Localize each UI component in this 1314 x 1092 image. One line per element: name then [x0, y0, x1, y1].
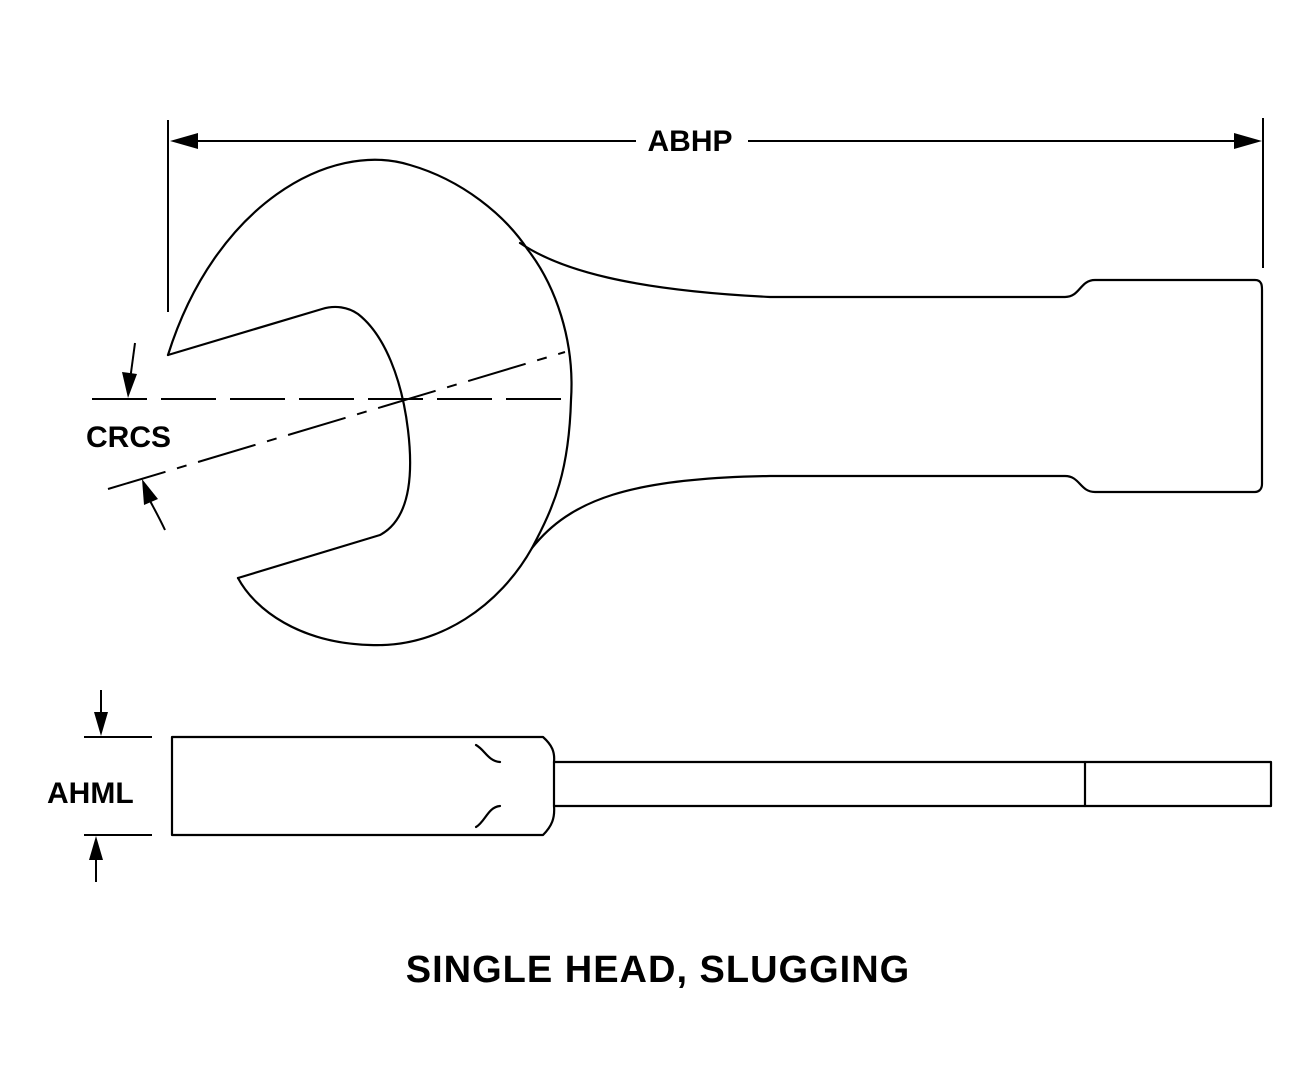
head-thickness-label: AHML: [47, 777, 134, 810]
angle-arrowhead-bottom: [142, 479, 158, 505]
arrowhead-left: [170, 133, 198, 149]
jaw-axis-centerline: [107, 351, 566, 490]
opening-angle-dimension: CRCS: [86, 342, 171, 531]
overall-length-dimension: ABHP: [167, 118, 1264, 312]
head-outline-upper: [166, 158, 573, 647]
thickness-arrowhead-bottom: [89, 836, 103, 860]
wrench-top-view: [92, 158, 1264, 647]
thickness-arrowhead-top: [94, 712, 108, 736]
diagram-caption: SINGLE HEAD, SLUGGING: [406, 949, 910, 991]
arrowhead-right: [1234, 133, 1262, 149]
head-thickness-dimension: AHML: [47, 690, 152, 882]
side-handle-outline: [552, 760, 1273, 808]
opening-angle-label: CRCS: [86, 421, 171, 454]
side-head-outline: [170, 735, 556, 837]
angle-arrowhead-top: [122, 372, 137, 398]
handle-upper-edge: [518, 241, 1264, 550]
jaw-opening: [166, 305, 412, 580]
side-neck-fillet-top: [474, 743, 502, 764]
side-neck-fillet-bottom: [474, 804, 502, 829]
wrench-side-view: [170, 735, 1273, 837]
overall-length-label: ABHP: [647, 125, 732, 158]
